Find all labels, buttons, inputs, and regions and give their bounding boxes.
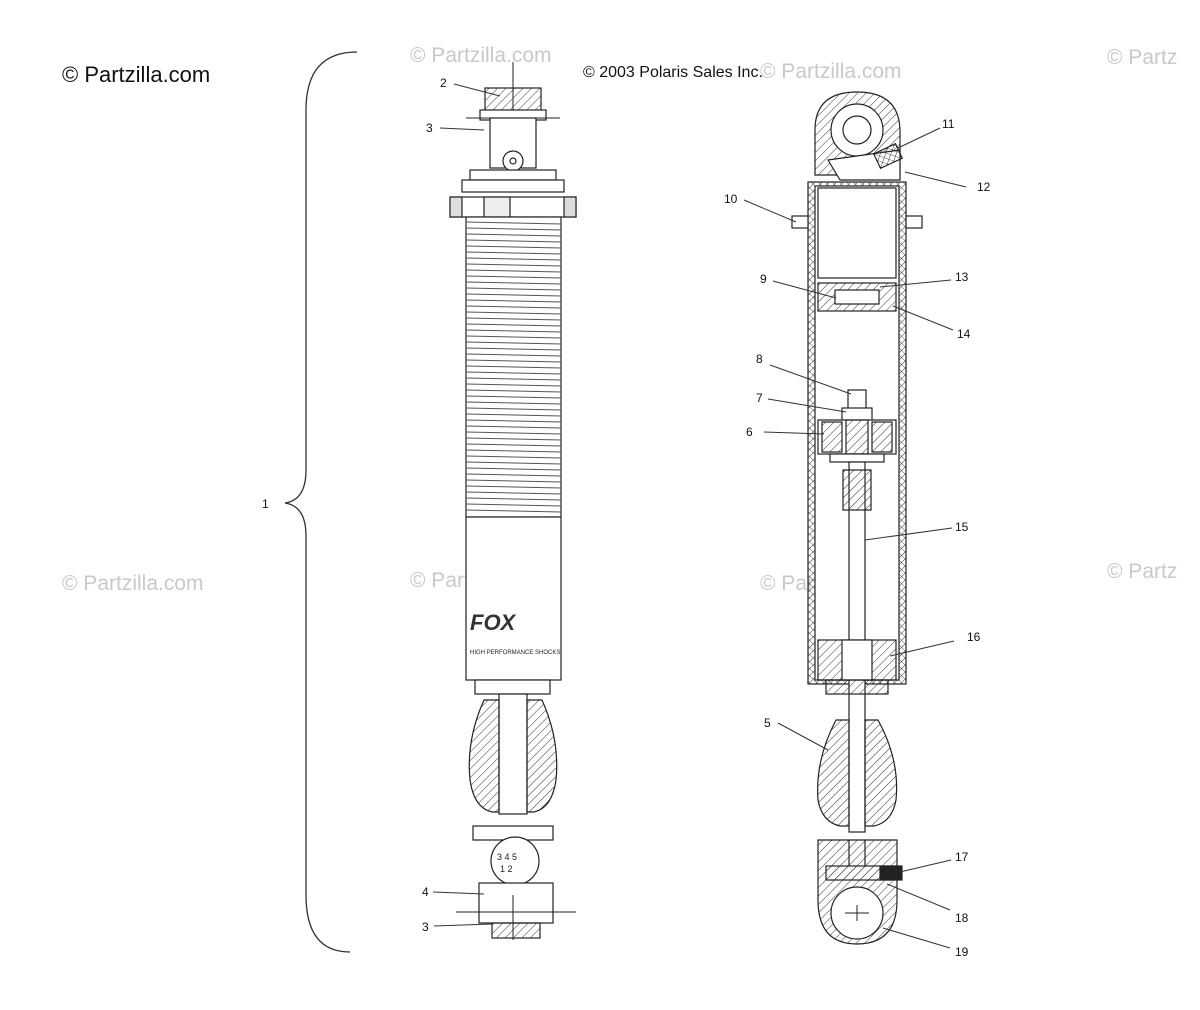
thread-line	[465, 233, 562, 237]
thread-line	[465, 257, 562, 261]
thread-line	[465, 407, 562, 411]
thread-line	[465, 377, 562, 381]
callout-4: 4	[422, 885, 429, 899]
callout-18: 18	[955, 911, 969, 925]
watermark-top-right: © Partzilla.com	[760, 60, 902, 83]
thread-line	[465, 473, 562, 477]
thread-line	[465, 449, 562, 453]
callout-13: 13	[955, 270, 969, 284]
thread-line	[465, 353, 562, 357]
thread-line	[465, 359, 562, 363]
callout-9: 9	[760, 272, 767, 286]
thread-line	[465, 509, 562, 513]
thread-line	[465, 485, 562, 489]
thread-line	[465, 419, 562, 423]
thread-line	[465, 437, 562, 441]
leader-lines	[432, 83, 967, 949]
thread-line	[465, 311, 562, 315]
callout-11: 11	[942, 117, 955, 131]
callout-1: 1	[262, 497, 269, 511]
callout-3-top: 3	[426, 121, 433, 135]
callout-15: 15	[955, 520, 969, 534]
shock-cross-section	[791, 91, 923, 945]
thread-line	[465, 395, 562, 399]
watermark-top-center: © Partzilla.com	[410, 44, 552, 67]
fox-logo-text: FOX	[470, 610, 517, 635]
thread-line	[465, 497, 562, 501]
thread-line	[465, 299, 562, 303]
callout-12: 12	[977, 180, 991, 194]
fox-tagline: HIGH PERFORMANCE SHOCKS	[470, 650, 560, 656]
callout-8: 8	[756, 352, 763, 366]
thread-line	[465, 239, 562, 243]
fox-logo: FOX HIGH PERFORMANCE SHOCKS	[470, 610, 560, 656]
thread-line	[465, 341, 562, 345]
thread-line	[465, 275, 562, 279]
thread-line	[465, 371, 562, 375]
thread-line	[465, 251, 562, 255]
callout-14: 14	[957, 327, 971, 341]
thread-line	[465, 293, 562, 297]
thread-line	[465, 329, 562, 333]
callout-19: 19	[955, 945, 969, 959]
thread-line	[465, 347, 562, 351]
callout-6: 6	[746, 425, 753, 439]
callout-17: 17	[955, 850, 969, 864]
callout-10: 10	[724, 192, 738, 206]
thread-line	[465, 335, 562, 339]
thread-line	[465, 431, 562, 435]
spring-threads	[465, 221, 562, 513]
thread-line	[465, 503, 562, 507]
callout-7: 7	[756, 391, 763, 405]
thread-line	[465, 263, 562, 267]
thread-line	[465, 443, 562, 447]
thread-line	[465, 305, 562, 309]
thread-line	[465, 365, 562, 369]
shock-exterior-view: 3 4 5 1 2	[449, 62, 577, 940]
thread-line	[465, 383, 562, 387]
thread-line	[465, 323, 562, 327]
thread-line	[465, 491, 562, 495]
thread-line	[465, 245, 562, 249]
svg-text:3 4 5: 3 4 5	[497, 852, 517, 862]
thread-line	[465, 281, 562, 285]
thread-line	[465, 467, 562, 471]
callout-2: 2	[440, 76, 447, 90]
thread-line	[465, 317, 562, 321]
thread-line	[465, 461, 562, 465]
assembly-brace	[284, 51, 358, 953]
callout-labels: 1 2 3 4 3 5 6 7 8 9 10 11 12 13 14 15 16…	[262, 76, 991, 959]
watermark-main: © Partzilla.com	[62, 62, 210, 87]
thread-line	[465, 287, 562, 291]
callout-16: 16	[967, 630, 981, 644]
thread-line	[465, 389, 562, 393]
watermark-top-edge: © Partz	[1107, 46, 1177, 69]
watermark-mid-left: © Partzilla.com	[62, 572, 204, 595]
thread-line	[465, 269, 562, 273]
thread-line	[465, 479, 562, 483]
thread-line	[465, 425, 562, 429]
watermark-mid-edge: © Partz	[1107, 560, 1177, 583]
thread-line	[465, 455, 562, 459]
callout-5: 5	[764, 716, 771, 730]
thread-line	[465, 401, 562, 405]
svg-text:1 2: 1 2	[500, 864, 513, 874]
callout-3-bottom: 3	[422, 920, 429, 934]
thread-line	[465, 221, 562, 225]
copyright-text: © 2003 Polaris Sales Inc.	[583, 64, 763, 81]
thread-line	[465, 227, 562, 231]
thread-line	[465, 413, 562, 417]
